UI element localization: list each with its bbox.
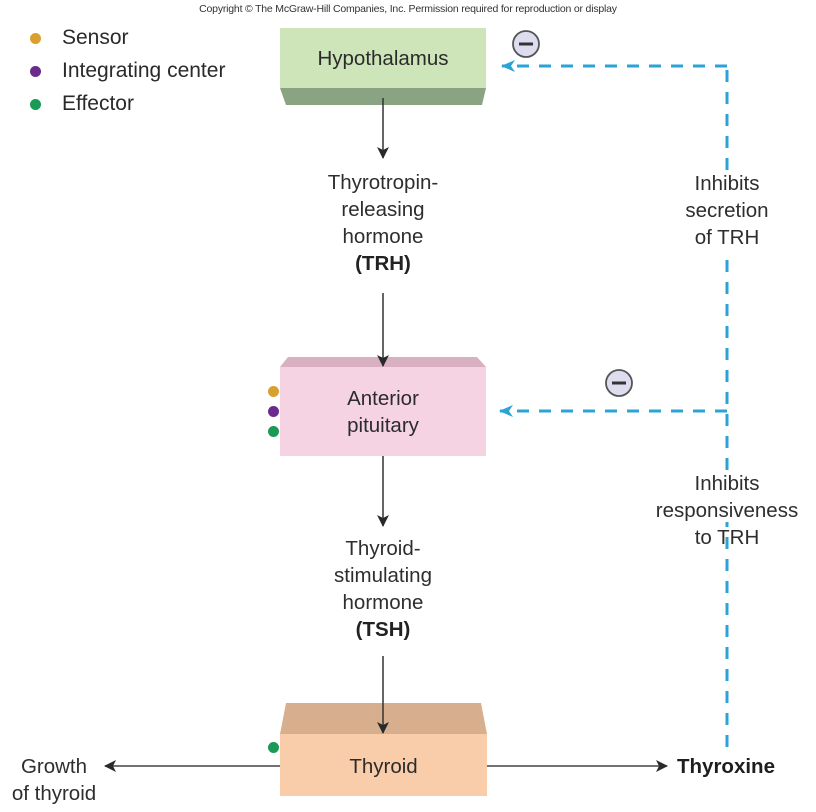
- tsh-abbr: (TSH): [283, 616, 483, 643]
- growth-line2: of thyroid: [11, 782, 97, 805]
- inhibition-sign-icon: [605, 369, 633, 397]
- thyroid-box: [280, 703, 487, 796]
- secretion-line1: Inhibits: [694, 172, 760, 195]
- pituitary-label-line2: pituitary: [347, 414, 419, 437]
- legend-label: Sensor: [62, 26, 129, 49]
- integrating-center-dot-icon: [268, 406, 279, 417]
- trh-abbr: (TRH): [283, 250, 483, 277]
- integrating-center-dot-icon: [30, 65, 41, 77]
- thyroid-label: Thyroid: [349, 755, 418, 778]
- growth-line1: Growth: [20, 755, 88, 778]
- tsh-line3: hormone: [342, 591, 424, 614]
- thyroxine-label: Thyroxine: [677, 755, 775, 778]
- sensor-dot-icon: [268, 386, 279, 397]
- feedback-path: [499, 60, 729, 747]
- legend-item-effector: Effector: [30, 92, 134, 116]
- copyright-notice: Copyright © The McGraw-Hill Companies, I…: [199, 3, 617, 15]
- responsiveness-line2: responsiveness: [655, 499, 799, 522]
- secretion-line2: secretion: [685, 199, 769, 222]
- trh-line3: hormone: [342, 225, 424, 248]
- growth-of-thyroid-label: Growth of thyroid: [0, 753, 108, 807]
- legend-label: Integrating center: [62, 59, 226, 82]
- pituitary-label-line1: Anterior: [347, 387, 419, 410]
- pituitary-face: [280, 367, 486, 456]
- responsiveness-line3: to TRH: [694, 526, 760, 549]
- trh-abbr-text: (TRH): [355, 252, 411, 275]
- trh-line1: Thyrotropin-: [327, 171, 439, 194]
- legend-item-integrating-center: Integrating center: [30, 59, 225, 83]
- secretion-line3: of TRH: [694, 226, 760, 249]
- responsiveness-line1: Inhibits: [694, 472, 760, 495]
- tsh-label: Thyroid- stimulating hormone (TSH): [283, 535, 483, 643]
- tsh-abbr-text: (TSH): [355, 618, 411, 641]
- inhibits-secretion-label: Inhibits secretion of TRH: [637, 170, 816, 251]
- hypothalamus-face: [280, 28, 486, 88]
- legend-label: Effector: [62, 92, 134, 115]
- tsh-line1: Thyroid-: [345, 537, 421, 560]
- hypothalamus-base: [280, 88, 486, 105]
- inhibits-responsiveness-label: Inhibits responsiveness to TRH: [627, 470, 816, 551]
- pituitary-label: Anterior pituitary: [280, 385, 486, 439]
- tsh-line2: stimulating: [334, 564, 432, 587]
- legend-item-sensor: Sensor: [30, 26, 129, 50]
- effector-dot-icon: [268, 742, 279, 753]
- trh-label: Thyrotropin- releasing hormone (TRH): [283, 169, 483, 277]
- effector-dot-icon: [30, 98, 41, 110]
- thyroid-face: [280, 734, 487, 796]
- sensor-dot-icon: [30, 32, 41, 44]
- hypothalamus-box: [280, 28, 486, 105]
- inhibition-sign-icon: [512, 30, 540, 58]
- effector-dot-icon: [268, 426, 279, 437]
- hypothalamus-label: Hypothalamus: [317, 47, 449, 70]
- trh-line2: releasing: [341, 198, 425, 221]
